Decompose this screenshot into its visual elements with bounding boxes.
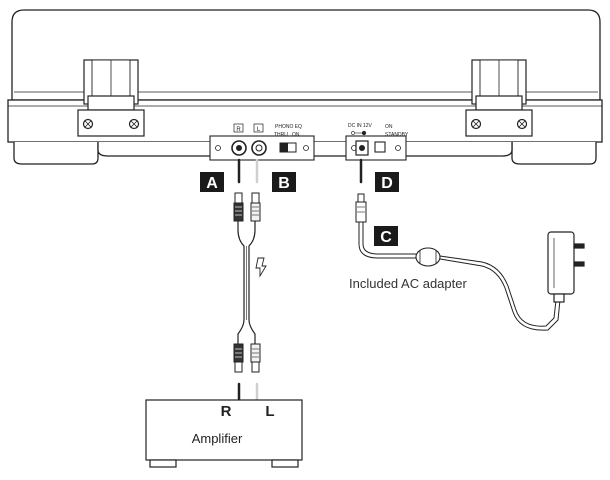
line-out-l-jack[interactable] bbox=[251, 140, 267, 156]
svg-text:B: B bbox=[278, 175, 290, 192]
ferrite-core bbox=[415, 247, 441, 267]
thru-label: THRU bbox=[274, 132, 288, 138]
right-foot bbox=[511, 142, 597, 165]
rear-panel-right bbox=[345, 135, 407, 161]
standby-label: STANDBY bbox=[385, 132, 409, 138]
right-hinge bbox=[465, 59, 533, 137]
svg-text:L: L bbox=[257, 127, 261, 133]
rca-cable bbox=[237, 221, 256, 344]
amp-input-l-label: L bbox=[265, 403, 274, 420]
panel-screw-icon bbox=[395, 145, 401, 151]
marker-a: A bbox=[200, 172, 224, 192]
dc-in-label: DC IN 12V bbox=[348, 123, 373, 129]
left-foot bbox=[13, 142, 99, 165]
phono-eq-label: PHONO EQ bbox=[275, 124, 302, 130]
panel-screw-icon bbox=[215, 145, 221, 151]
jack-label-l: L bbox=[253, 123, 264, 133]
on-label: ON bbox=[292, 132, 300, 138]
panel-screw-icon bbox=[303, 145, 309, 151]
amplifier bbox=[145, 399, 303, 468]
left-hinge bbox=[77, 59, 145, 137]
marker-b: B bbox=[272, 172, 296, 192]
svg-text:C: C bbox=[380, 229, 392, 246]
rca-cable-bottom-plugs bbox=[233, 343, 261, 373]
signal-flow-icon bbox=[255, 257, 267, 278]
dc-plug bbox=[355, 193, 367, 223]
polarity-icon bbox=[351, 130, 367, 136]
rear-panel-left bbox=[209, 135, 315, 161]
adapter-label: Included AC adapter bbox=[349, 276, 467, 291]
adapter-cable bbox=[358, 222, 561, 331]
svg-text:D: D bbox=[381, 175, 393, 192]
power-on-label: ON bbox=[385, 124, 393, 130]
rca-cable-top-plugs bbox=[233, 192, 261, 222]
ac-adapter-brick bbox=[547, 231, 585, 303]
marker-d: D bbox=[375, 172, 399, 192]
amp-input-r-label: R bbox=[221, 403, 232, 420]
standby-button[interactable] bbox=[374, 141, 386, 153]
svg-text:A: A bbox=[206, 175, 218, 192]
signal-arrows bbox=[237, 158, 363, 184]
marker-c: C bbox=[374, 226, 398, 246]
jack-label-r: R bbox=[233, 123, 244, 133]
svg-text:R: R bbox=[236, 127, 241, 133]
amplifier-label: Amplifier bbox=[192, 431, 243, 446]
